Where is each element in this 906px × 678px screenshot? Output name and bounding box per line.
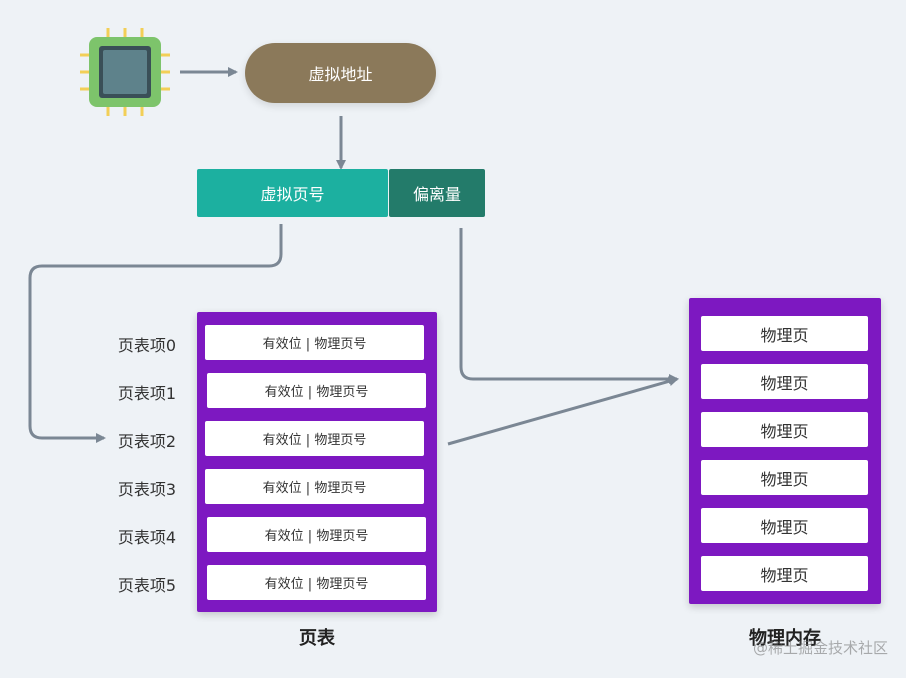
page-table-entry-label-5: 页表项5 bbox=[117, 576, 176, 595]
page-table-entry-4: 有效位 | 物理页号 bbox=[207, 517, 426, 552]
offset-box: 偏离量 bbox=[389, 169, 485, 217]
page-table-entry-label-0: 页表项0 bbox=[117, 336, 176, 355]
arrow-offset-to-memory bbox=[459, 228, 679, 384]
page-table-entry-1: 有效位 | 物理页号 bbox=[207, 373, 426, 408]
physical-memory-title: 物理内存 bbox=[749, 628, 821, 649]
physical-page-0: 物理页 bbox=[701, 316, 868, 351]
cpu-pins bbox=[80, 28, 170, 116]
physical-page-2: 物理页 bbox=[701, 412, 868, 447]
physical-page-3: 物理页 bbox=[701, 460, 868, 495]
virtual-page-number-box: 虚拟页号 bbox=[197, 169, 388, 217]
virtual-address-node: 虚拟地址 bbox=[245, 43, 436, 103]
arrow-entry-to-memory bbox=[447, 376, 679, 446]
page-table-title: 页表 bbox=[299, 628, 335, 649]
page-table-entry-5: 有效位 | 物理页号 bbox=[207, 565, 426, 600]
physical-page-4: 物理页 bbox=[701, 508, 868, 543]
page-table-entry-0: 有效位 | 物理页号 bbox=[205, 325, 424, 360]
page-table-entry-label-1: 页表项1 bbox=[117, 384, 176, 403]
arrow-vpn-to-entry2 bbox=[28, 224, 283, 443]
physical-page-5: 物理页 bbox=[701, 556, 868, 591]
physical-page-1: 物理页 bbox=[701, 364, 868, 399]
watermark: @稀土掘金技术社区 bbox=[752, 639, 888, 657]
page-table-entry-label-2: 页表项2 bbox=[117, 432, 176, 451]
page-table-entry-3: 有效位 | 物理页号 bbox=[205, 469, 424, 504]
page-table-entry-label-3: 页表项3 bbox=[117, 480, 176, 499]
page-table-entry-label-4: 页表项4 bbox=[117, 528, 176, 547]
page-table-entry-2: 有效位 | 物理页号 bbox=[205, 421, 424, 456]
page-table-frame bbox=[197, 312, 437, 612]
cpu-core bbox=[103, 50, 147, 94]
